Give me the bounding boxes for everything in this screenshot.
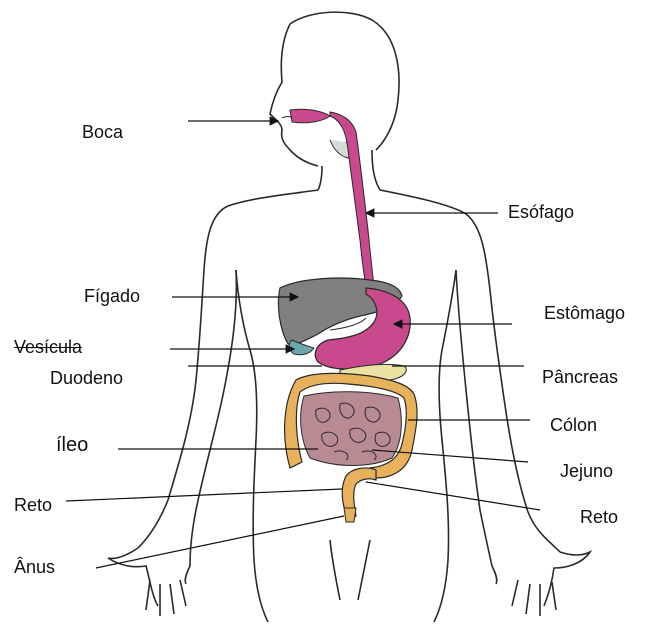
label-anus: Ânus [14,558,55,576]
label-boca: Boca [82,123,123,141]
label-colon: Cólon [550,416,597,434]
label-estomago: Estômago [544,304,625,322]
label-ileo: íleo [56,435,88,455]
anus-organ [344,508,356,522]
label-figado: Fígado [84,287,140,305]
label-jejuno: Jejuno [560,462,613,480]
leader-anus [96,516,344,568]
leader-reto-left [66,489,342,501]
leader-reto-right [366,482,540,510]
esophagus [330,112,374,286]
label-esofago: Esófago [508,203,574,221]
label-duodeno: Duodeno [50,369,123,387]
label-vesicula: Vesícula [14,338,82,356]
label-reto-left: Reto [14,496,52,514]
label-reto-right: Reto [580,508,618,526]
label-pancreas: Pâncreas [542,368,618,386]
small-intestine [301,392,402,466]
mouth-organ [282,109,330,123]
